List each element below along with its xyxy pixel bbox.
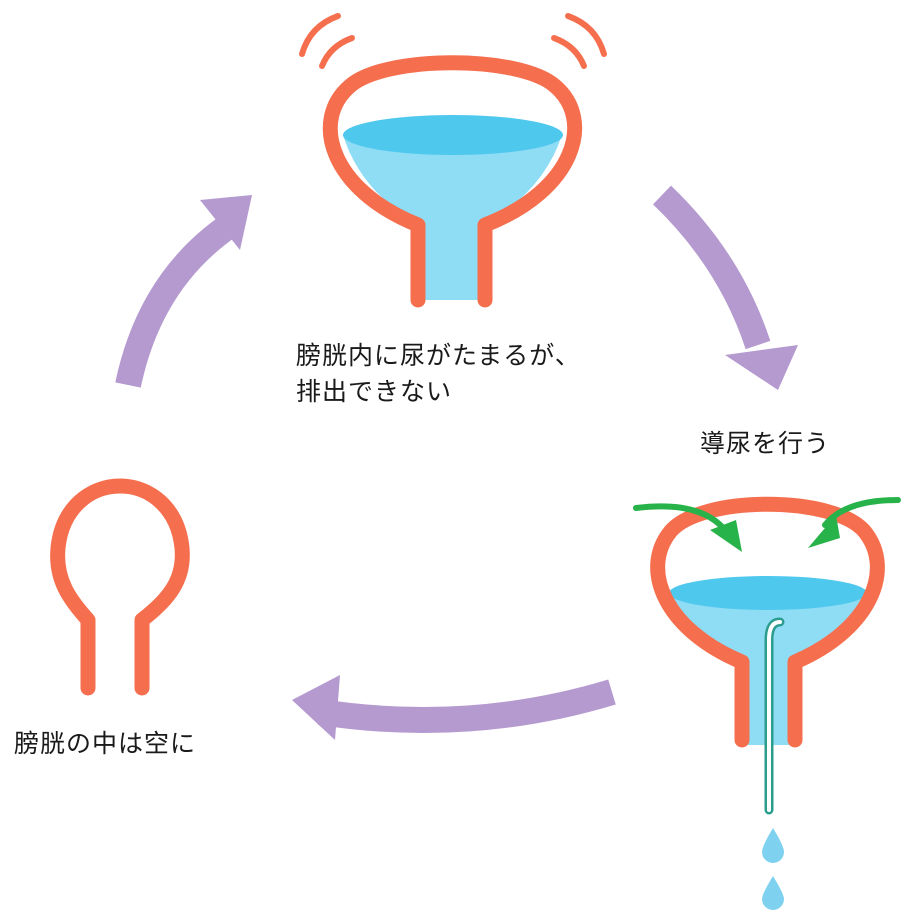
full-bladder-illustration	[299, 13, 607, 308]
urine-surface	[669, 576, 867, 610]
water-drop-icon	[762, 828, 784, 863]
pressure-arrow-left-icon	[633, 503, 742, 552]
catheter-tube	[764, 617, 785, 815]
cycle-arrow-left-icon	[115, 195, 252, 388]
bladder-wall	[322, 55, 583, 308]
water-drop-icon	[762, 876, 784, 910]
urine-fill	[343, 135, 562, 300]
urine-surface	[343, 115, 563, 155]
empty-bladder-illustration	[50, 478, 190, 696]
full-bladder-caption-line1: 膀胱内に尿がたまるが、	[296, 341, 581, 370]
catheterized-bladder-illustration	[633, 496, 901, 910]
full-bladder-caption-line2: 排出できない	[296, 377, 453, 406]
bladder-wall	[650, 496, 885, 748]
cycle-arrow-right-icon	[653, 185, 798, 390]
vibration-lines-right-icon	[551, 13, 607, 69]
empty-bladder-caption: 膀胱の中は空に	[14, 729, 197, 758]
catheterization-caption: 導尿を行う	[700, 429, 831, 458]
vibration-lines-left-icon	[299, 13, 355, 69]
bladder-wall	[50, 478, 190, 696]
pressure-arrow-right-icon	[808, 497, 901, 548]
full-bladder-caption: 膀胱内に尿がたまるが、 排出できない	[296, 338, 581, 410]
cycle-arrow-bottom-icon	[292, 675, 616, 740]
